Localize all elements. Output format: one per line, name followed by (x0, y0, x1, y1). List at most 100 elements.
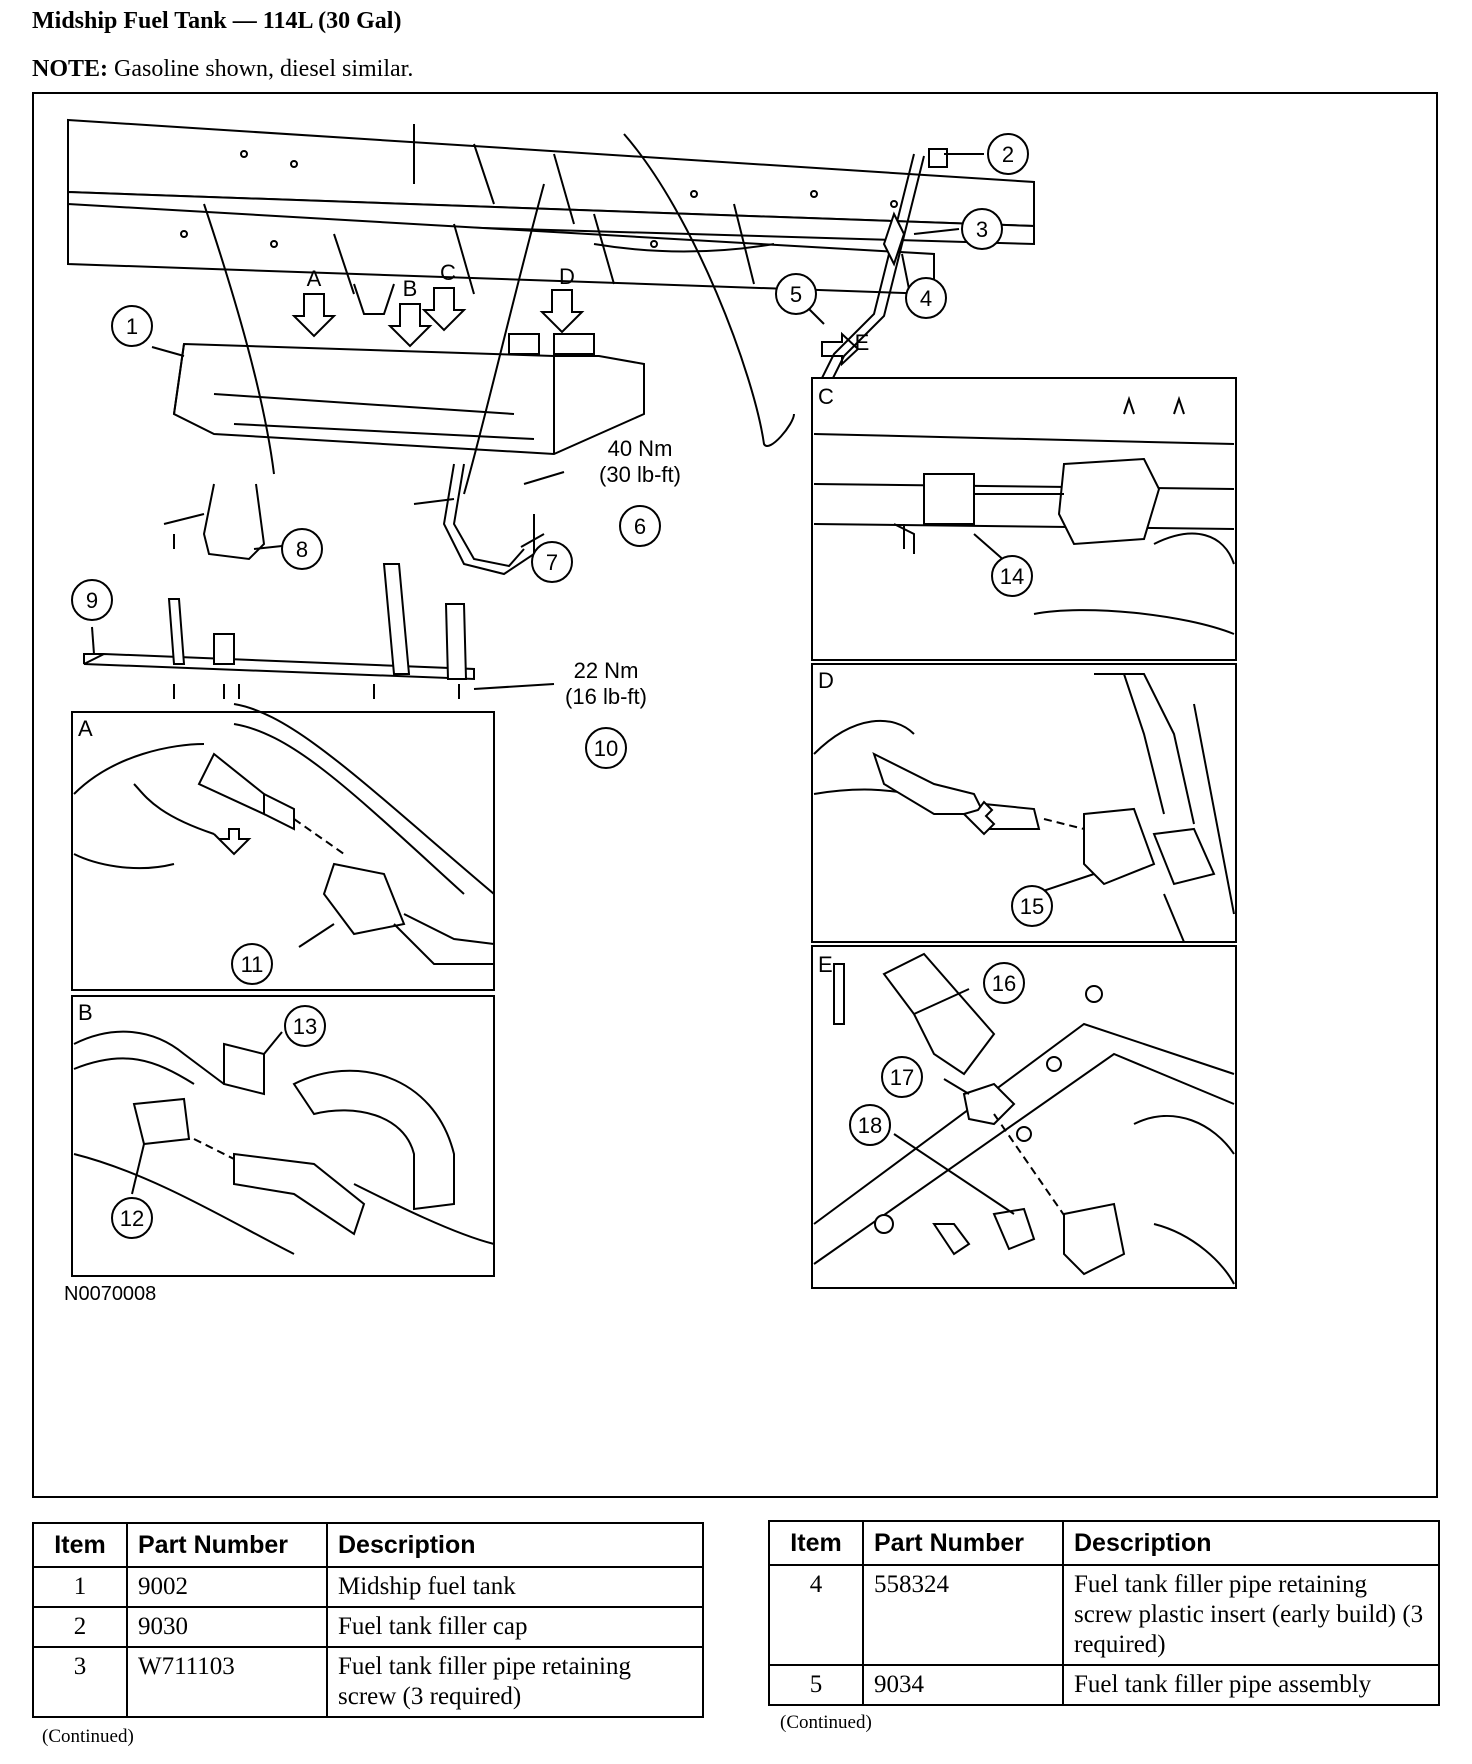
inset-a-label: A (78, 716, 93, 741)
page-note: NOTE: Gasoline shown, diesel similar. (32, 56, 413, 83)
cell-description: Fuel tank filler pipe assembly (1062, 1664, 1440, 1706)
torque-spec-10: 22 Nm (16 lb-ft) (565, 658, 647, 709)
inset-d-label: D (818, 668, 834, 693)
svg-text:12: 12 (120, 1206, 144, 1231)
cell-item: 3 (32, 1646, 128, 1718)
callout-6: 6 (619, 505, 661, 547)
svg-text:3: 3 (976, 217, 988, 242)
callout-17: 17 (881, 1056, 923, 1098)
callout-11: 11 (231, 943, 273, 985)
arrow-label-c: C (440, 260, 456, 285)
torque-spec-6: 40 Nm (30 lb-ft) (599, 436, 681, 487)
table-header-row: Item Part Number Description (768, 1520, 1440, 1566)
cell-part-number: 9002 (126, 1566, 328, 1608)
inset-b-label: B (78, 1000, 93, 1025)
cell-description: Fuel tank filler cap (326, 1606, 704, 1648)
callout-9: 9 (71, 579, 113, 621)
inset-c-label: C (818, 384, 834, 409)
fuel-line (203, 133, 795, 495)
filler-pipe-assembly (813, 148, 948, 397)
arrow-label-e: E (855, 330, 870, 355)
torque-6-lbft: (30 lb-ft) (599, 462, 681, 487)
svg-text:18: 18 (858, 1113, 882, 1138)
header-description: Description (326, 1522, 704, 1568)
arrow-label-a: A (307, 266, 322, 291)
inset-a-frame (71, 711, 495, 991)
callout-4: 4 (905, 277, 947, 319)
header-part-number: Part Number (126, 1522, 328, 1568)
table-row: 1 9002 Midship fuel tank (32, 1566, 704, 1608)
cell-description: Fuel tank filler pipe retaining screw pl… (1062, 1564, 1440, 1666)
torque-10-nm: 22 Nm (574, 658, 639, 683)
table-row: 4 558324 Fuel tank filler pipe retaining… (768, 1564, 1440, 1666)
svg-text:11: 11 (241, 952, 264, 977)
callout-14: 14 (991, 555, 1033, 597)
svg-text:14: 14 (1000, 564, 1024, 589)
callout-1: 1 (111, 305, 153, 347)
inset-b-art (73, 1030, 495, 1255)
arrow-label-b: B (403, 276, 418, 301)
midship-fuel-tank (172, 333, 645, 456)
continued-left: (Continued) (42, 1726, 134, 1747)
header-part-number: Part Number (862, 1520, 1064, 1566)
parts-table-right: Item Part Number Description 4 558324 Fu… (768, 1520, 1440, 1706)
header-item: Item (32, 1522, 128, 1568)
table-row: 3 W711103 Fuel tank filler pipe retainin… (32, 1646, 704, 1718)
note-text: Gasoline shown, diesel similar. (114, 56, 414, 82)
view-arrows (291, 287, 860, 367)
cell-part-number: 558324 (862, 1564, 1064, 1666)
page-title: Midship Fuel Tank — 114L (30 Gal) (32, 8, 402, 34)
header-item: Item (768, 1520, 864, 1566)
svg-text:8: 8 (296, 537, 308, 562)
view-letters: A B C D E A B C D E (78, 260, 869, 1025)
svg-text:15: 15 (1020, 894, 1044, 919)
cell-part-number: 9034 (862, 1664, 1064, 1706)
cell-description: Fuel tank filler pipe retaining screw (3… (326, 1646, 704, 1718)
callout-18: 18 (849, 1104, 891, 1146)
svg-text:7: 7 (546, 550, 558, 575)
svg-text:4: 4 (920, 286, 932, 311)
continued-right: (Continued) (780, 1712, 872, 1733)
callout-3: 3 (961, 208, 1003, 250)
figure-id: N0070008 (64, 1283, 156, 1305)
cell-item: 5 (768, 1664, 864, 1706)
svg-text:13: 13 (293, 1014, 317, 1039)
cell-item: 4 (768, 1564, 864, 1666)
inset-c-frame (811, 377, 1237, 661)
cell-item: 1 (32, 1566, 128, 1608)
inset-a-art (73, 703, 495, 965)
inset-e-art (813, 952, 1235, 1285)
frame-rails (67, 118, 1035, 315)
diagram-canvas: 1 2 3 4 5 6 7 8 9 10 11 12 13 14 15 16 1… (64, 118, 1237, 1305)
note-label: NOTE: (32, 56, 109, 82)
inset-e-label: E (818, 952, 833, 977)
table-header-row: Item Part Number Description (32, 1522, 704, 1568)
svg-text:1: 1 (126, 314, 138, 339)
cell-part-number: 9030 (126, 1606, 328, 1648)
torque-6-nm: 40 Nm (608, 436, 673, 461)
arrow-label-d: D (559, 264, 575, 289)
exploded-diagram: 1 2 3 4 5 6 7 8 9 10 11 12 13 14 15 16 1… (32, 92, 1438, 1498)
callout-12: 12 (111, 1197, 153, 1239)
torque-10-lbft: (16 lb-ft) (565, 684, 647, 709)
parts-table-left: Item Part Number Description 1 9002 Mids… (32, 1522, 704, 1718)
inset-c-art (813, 395, 1235, 635)
svg-text:2: 2 (1002, 142, 1014, 167)
table-row: 5 9034 Fuel tank filler pipe assembly (768, 1664, 1440, 1706)
crossmember (83, 563, 475, 699)
cell-item: 2 (32, 1606, 128, 1648)
callout-8: 8 (281, 528, 323, 570)
cell-description: Midship fuel tank (326, 1566, 704, 1608)
callout-10: 10 (585, 727, 627, 769)
header-description: Description (1062, 1520, 1440, 1566)
callout-15: 15 (1011, 885, 1053, 927)
svg-text:17: 17 (890, 1065, 914, 1090)
svg-text:10: 10 (594, 736, 618, 761)
svg-text:5: 5 (790, 282, 802, 307)
callouts: 1 2 3 4 5 6 7 8 9 10 11 12 13 14 15 16 1… (71, 133, 1053, 1239)
callout-7: 7 (531, 541, 573, 583)
callout-5: 5 (775, 273, 817, 315)
callout-16: 16 (983, 962, 1025, 1004)
callout-2: 2 (987, 133, 1029, 175)
cell-part-number: W711103 (126, 1646, 328, 1718)
